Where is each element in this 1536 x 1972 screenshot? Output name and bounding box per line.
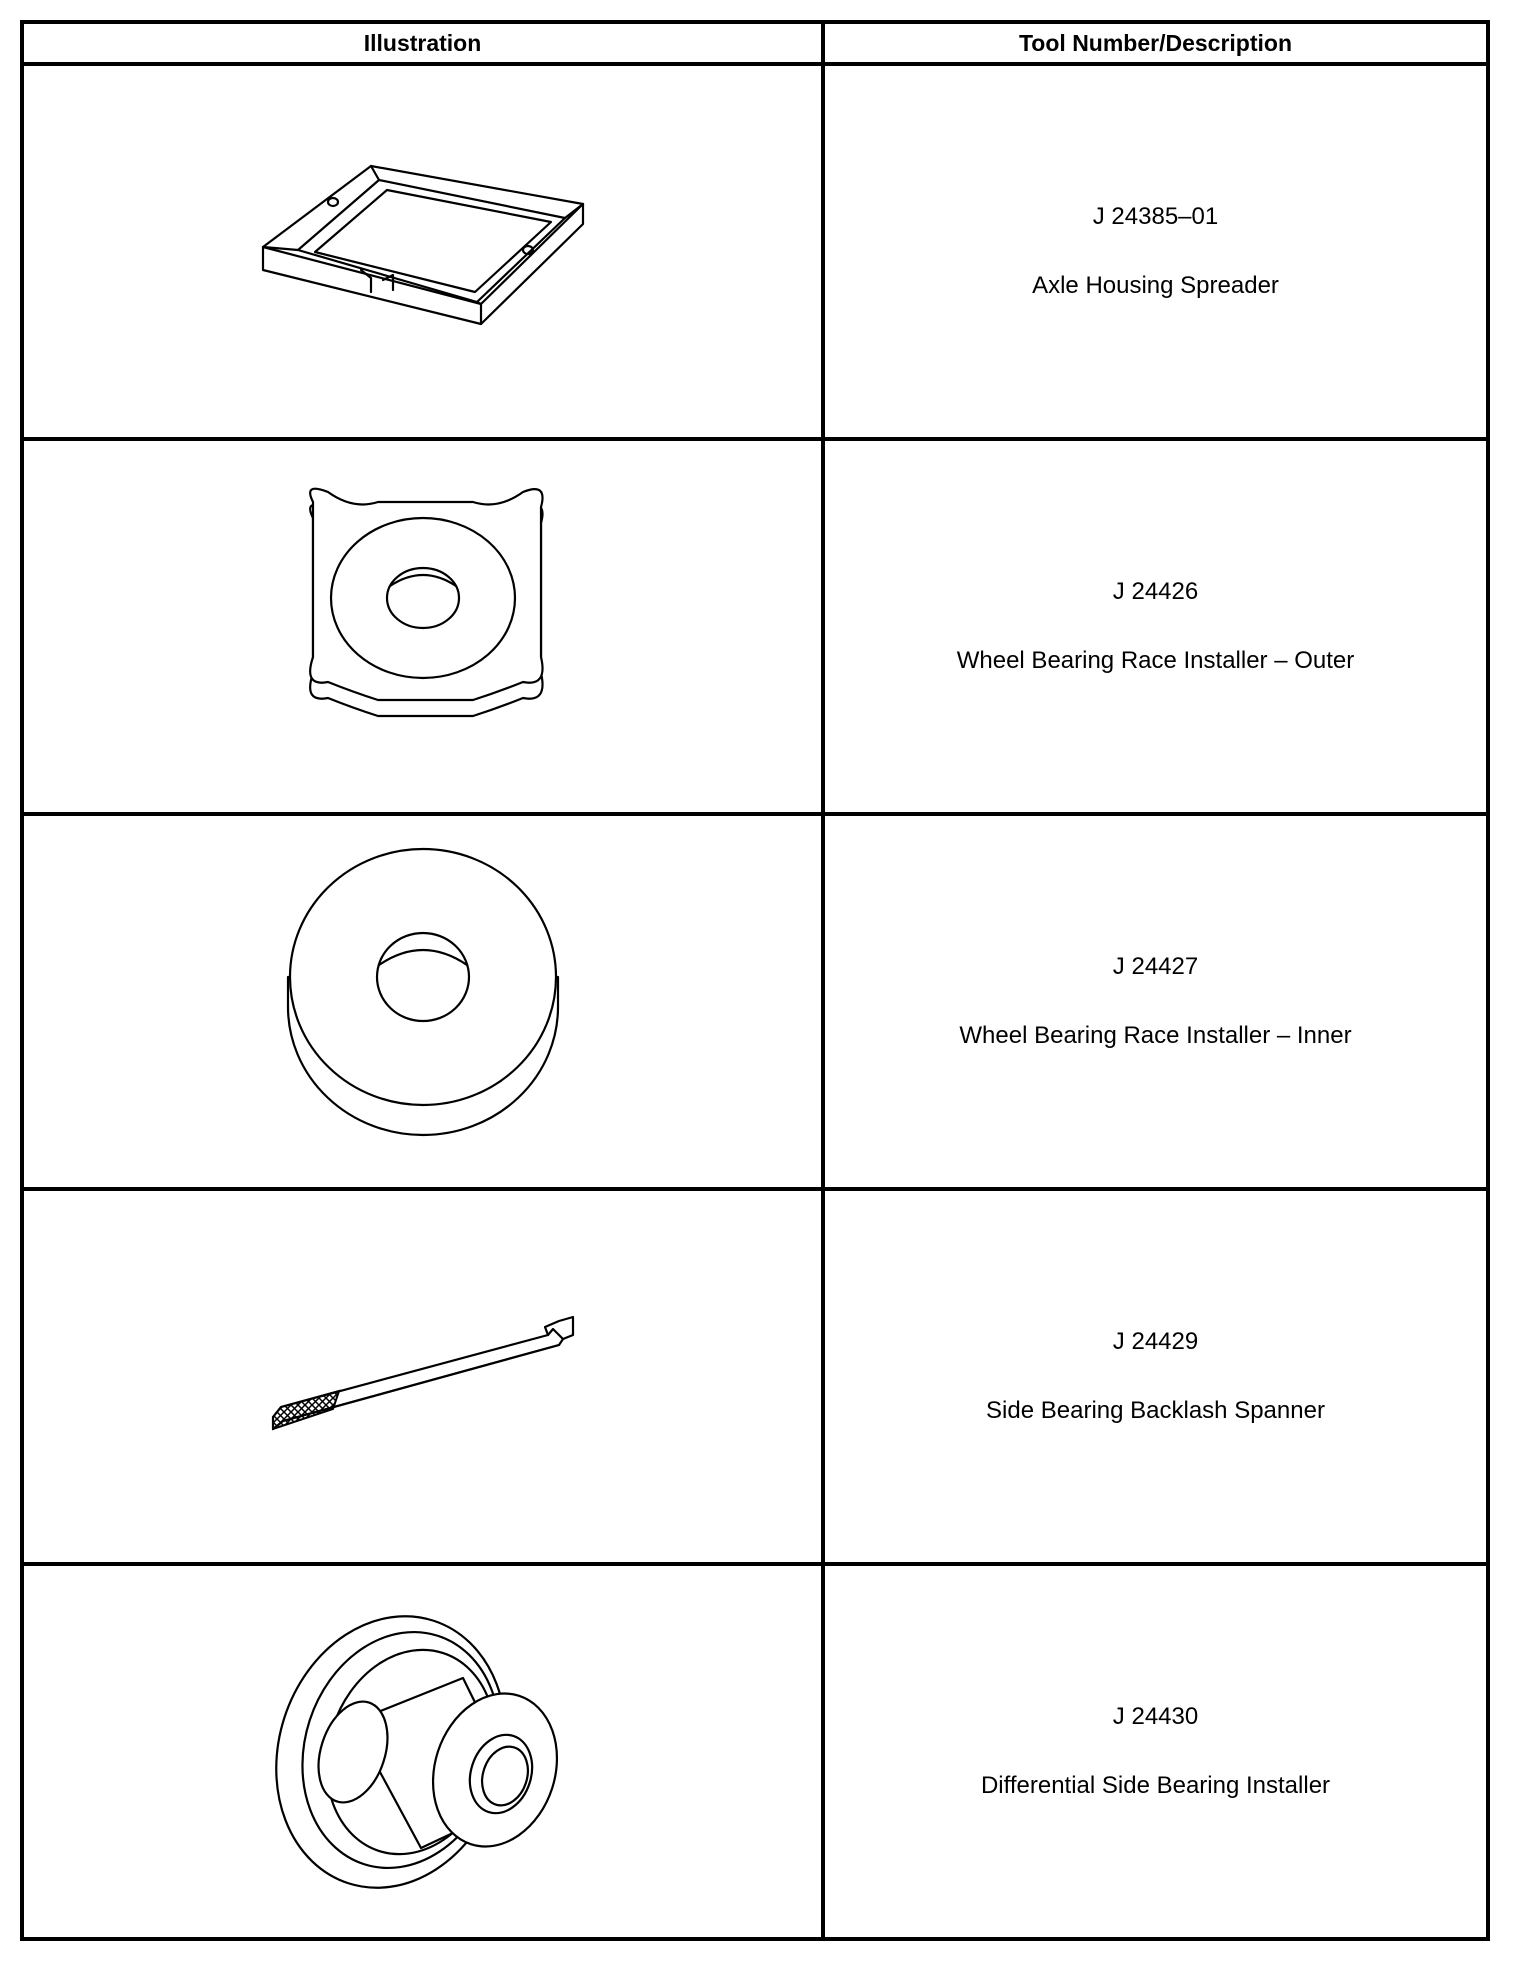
tool-number: J 24426 [1112, 577, 1199, 605]
tool-cell: J 24429 Side Bearing Backlash Spanner [821, 1187, 1490, 1566]
table-row: J 24427 Wheel Bearing Race Installer – I… [20, 812, 1490, 1191]
tool-description: Axle Housing Spreader [1032, 271, 1279, 299]
outer-race-installer-icon [308, 487, 544, 717]
tool-description: Differential Side Bearing Installer [980, 1771, 1331, 1799]
table-header-row: Illustration Tool Number/Description [20, 20, 1490, 66]
tool-description: Wheel Bearing Race Installer – Outer [956, 646, 1355, 674]
backlash-spanner-icon [271, 1315, 574, 1430]
illustration-cell [20, 1187, 825, 1566]
table-row: J 24429 Side Bearing Backlash Spanner [20, 1187, 1490, 1566]
tool-description: Wheel Bearing Race Installer – Inner [959, 1021, 1352, 1049]
tool-cell: J 24427 Wheel Bearing Race Installer – I… [821, 812, 1490, 1191]
table-row: J 24426 Wheel Bearing Race Installer – O… [20, 437, 1490, 816]
illustration-cell [20, 812, 825, 1191]
header-illustration: Illustration [20, 20, 825, 66]
tool-number: J 24429 [1112, 1327, 1199, 1355]
tool-table: Illustration Tool Number/Description [20, 20, 1490, 1941]
illustration-cell [20, 62, 825, 441]
illustration-cell [20, 437, 825, 816]
side-bearing-installer-icon [274, 1614, 558, 1889]
tool-cell: J 24385–01 Axle Housing Spreader [821, 62, 1490, 441]
tool-number: J 24385–01 [1092, 202, 1219, 230]
tool-number: J 24427 [1112, 952, 1199, 980]
table-row: J 24430 Differential Side Bearing Instal… [20, 1562, 1490, 1941]
table-row: J 24385–01 Axle Housing Spreader [20, 62, 1490, 441]
tool-number: J 24430 [1112, 1702, 1199, 1730]
tool-cell: J 24426 Wheel Bearing Race Installer – O… [821, 437, 1490, 816]
inner-race-installer-icon [286, 847, 559, 1136]
tool-cell: J 24430 Differential Side Bearing Instal… [821, 1562, 1490, 1941]
tool-description: Side Bearing Backlash Spanner [986, 1396, 1325, 1424]
header-tool-number-description: Tool Number/Description [821, 20, 1490, 66]
axle-housing-spreader-icon [261, 164, 584, 325]
illustration-cell [20, 1562, 825, 1941]
